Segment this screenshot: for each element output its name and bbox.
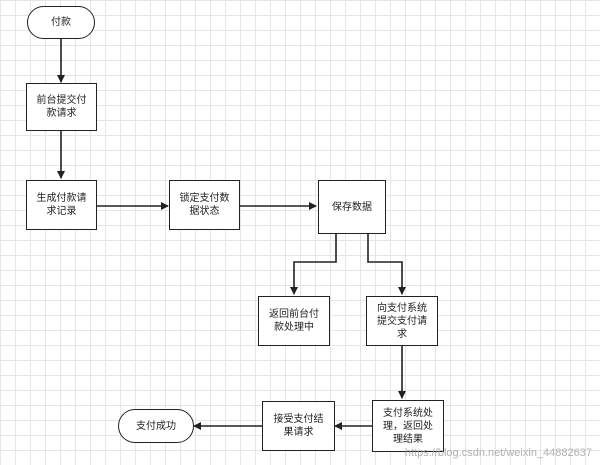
- payment-process-node: 支付系统处理，返回处理结果: [372, 400, 444, 452]
- arrow-save-to-return: [290, 234, 337, 295]
- submit-request-node: 前台提交付款请求: [26, 83, 97, 131]
- return-processing-node: 返回前台付款处理中: [258, 296, 330, 346]
- lock-data-node: 锁定支付数据状态: [169, 180, 240, 230]
- arrow-save-to-submit-payment: [367, 234, 406, 295]
- receive-result-node: 接受支付结果请求: [262, 401, 335, 451]
- create-record-node: 生成付款请求记录: [26, 180, 97, 230]
- save-data-node: 保存数据: [318, 180, 386, 234]
- submit-to-payment-node: 向支付系统提交支付请求: [366, 296, 438, 346]
- success-node: 支付成功: [118, 409, 194, 443]
- watermark: https://blog.csdn.net/weixin_44882637: [404, 447, 592, 459]
- start-node: 付款: [27, 6, 95, 39]
